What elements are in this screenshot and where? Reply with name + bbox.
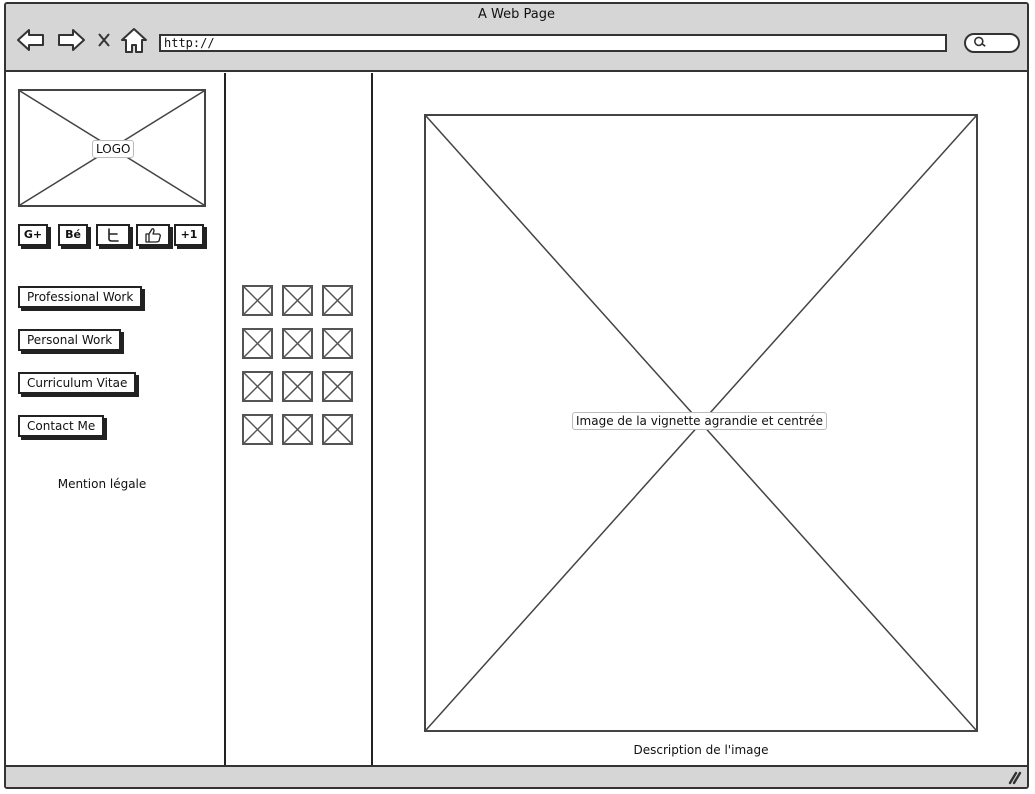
thumbnail-image[interactable] [282,371,313,402]
thumbnail-image[interactable] [242,371,273,402]
behance-icon: Bé [65,228,81,241]
contact-me-button[interactable]: Contact Me [18,415,105,437]
url-input[interactable]: http:// [159,34,947,52]
logo-image: LOGO [18,89,206,207]
google-plus-button[interactable]: G+ [18,224,48,246]
browser-toolbar: A Web Page http:// [6,4,1027,72]
stop-x-icon[interactable] [96,26,112,54]
search-field[interactable] [964,33,1020,53]
legal-notice-link[interactable]: Mention légale [57,477,147,491]
thumbnail-image[interactable] [242,414,273,445]
personal-work-button[interactable]: Personal Work [18,329,122,351]
curriculum-vitae-button[interactable]: Curriculum Vitae [18,372,137,394]
thumbnail-image[interactable] [282,414,313,445]
plus-one-icon: +1 [180,228,198,241]
google-plus-icon: G+ [23,228,43,241]
image-description: Description de l'image [633,743,769,757]
thumbnail-image[interactable] [322,328,353,359]
search-icon [974,36,986,47]
twitter-button[interactable] [96,224,130,246]
back-arrow-icon[interactable] [16,26,46,54]
browser-window: A Web Page http:// [4,2,1029,789]
thumbnail-image[interactable] [322,285,353,316]
thumbnail-image[interactable] [322,371,353,402]
thumbnail-image[interactable] [242,328,273,359]
thumbnail-image[interactable] [282,285,313,316]
thumbnail-image[interactable] [242,285,273,316]
thumbs-up-icon [145,228,161,243]
forward-arrow-icon[interactable] [56,26,86,54]
plus-one-button[interactable]: +1 [174,224,204,246]
professional-work-button[interactable]: Professional Work [18,286,143,308]
window-title: A Web Page [478,7,555,22]
twitter-icon [108,228,119,242]
logo-label: LOGO [92,140,135,158]
behance-button[interactable]: Bé [58,224,88,246]
thumbnail-image[interactable] [322,414,353,445]
thumbnail-image[interactable] [282,328,313,359]
main-image: Image de la vignette agrandie et centrée [424,114,978,732]
main-image-label: Image de la vignette agrandie et centrée [572,412,828,430]
status-bar [6,765,1027,787]
resize-grip-icon[interactable] [1007,769,1023,785]
like-button[interactable] [136,224,170,246]
home-icon[interactable] [120,26,148,54]
